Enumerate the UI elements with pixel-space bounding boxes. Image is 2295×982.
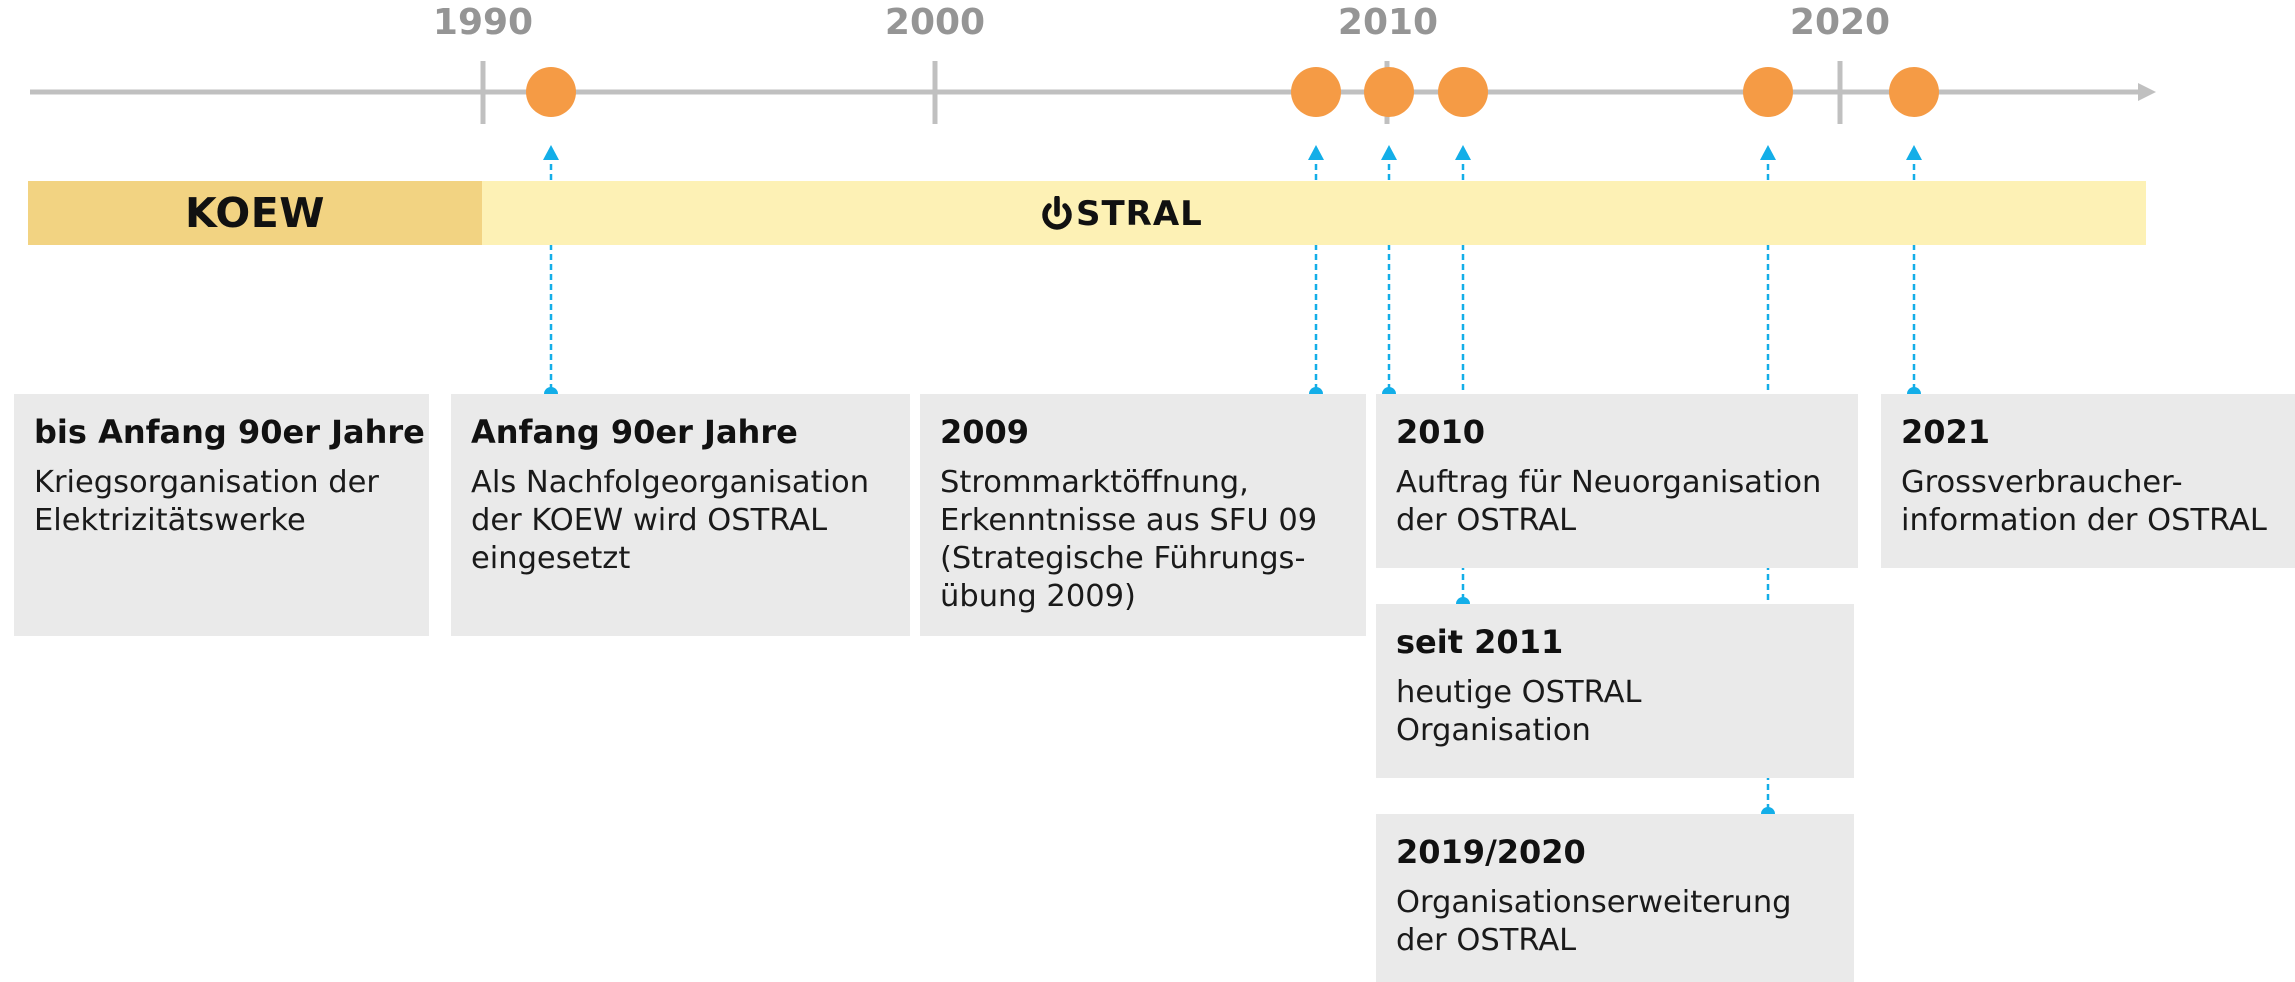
milestone-markers xyxy=(526,67,1939,117)
connector-arrow xyxy=(1760,145,1776,160)
card-title: bis Anfang 90er Jahre xyxy=(34,413,425,451)
axis-arrow-head xyxy=(2138,83,2156,101)
card-bis-anfang-90er: bis Anfang 90er Jahre Kriegsorganisation… xyxy=(14,394,429,636)
milestone-marker xyxy=(1889,67,1939,117)
connector-arrow xyxy=(1455,145,1471,160)
year-label-2000: 2000 xyxy=(884,2,986,43)
card-text: Organisationserweiterung der OSTRAL xyxy=(1396,885,1792,958)
koew-label: KOEW xyxy=(184,189,325,237)
milestone-marker xyxy=(526,67,576,117)
card-text: Auftrag für Neuorganisation der OSTRAL xyxy=(1396,465,1822,538)
year-label-2010: 2010 xyxy=(1337,2,1439,43)
ostral-logo: STRAL xyxy=(1040,193,1203,235)
connector-arrow xyxy=(1381,145,1397,160)
card-anfang-90er: Anfang 90er Jahre Als Nachfolgeorganisat… xyxy=(451,394,910,636)
card-text: Grossverbraucher- information der OSTRAL xyxy=(1901,465,2267,538)
card-2021: 2021 Grossverbraucher- information der O… xyxy=(1881,394,2295,568)
card-title: 2021 xyxy=(1901,413,1991,451)
card-text: Kriegsorganisation der Elektrizitätswerk… xyxy=(34,465,379,538)
card-title: 2010 xyxy=(1396,413,1486,451)
year-label-1990: 1990 xyxy=(432,2,534,43)
card-title: Anfang 90er Jahre xyxy=(471,413,798,451)
card-text: Als Nachfolgeorganisation der KOEW wird … xyxy=(471,465,870,576)
connector-arrow xyxy=(1906,145,1922,160)
milestone-marker xyxy=(1364,67,1414,117)
card-title: seit 2011 xyxy=(1396,623,1564,661)
card-seit-2011: seit 2011 heutige OSTRAL Organisation xyxy=(1376,604,1854,778)
ostral-logo-text: STRAL xyxy=(1076,194,1203,234)
milestone-marker xyxy=(1743,67,1793,117)
power-icon xyxy=(1042,196,1072,230)
card-2009: 2009 Strommarktöffnung, Erkenntnisse aus… xyxy=(920,394,1366,636)
card-text: Strommarktöffnung, Erkenntnisse aus SFU … xyxy=(940,465,1318,614)
card-2019-2020: 2019/2020 Organisationserweiterung der O… xyxy=(1376,814,1854,982)
card-2010: 2010 Auftrag für Neuorganisation der OST… xyxy=(1376,394,1858,568)
connector-arrow xyxy=(543,145,559,160)
card-title: 2009 xyxy=(940,413,1030,451)
card-text: heutige OSTRAL Organisation xyxy=(1396,675,1642,748)
card-title: 2019/2020 xyxy=(1396,833,1586,871)
milestone-marker xyxy=(1291,67,1341,117)
koew-era-band xyxy=(28,181,482,245)
ostral-era-band xyxy=(482,181,2146,245)
milestone-marker xyxy=(1438,67,1488,117)
year-label-2020: 2020 xyxy=(1789,2,1891,43)
connector-arrow xyxy=(1308,145,1324,160)
